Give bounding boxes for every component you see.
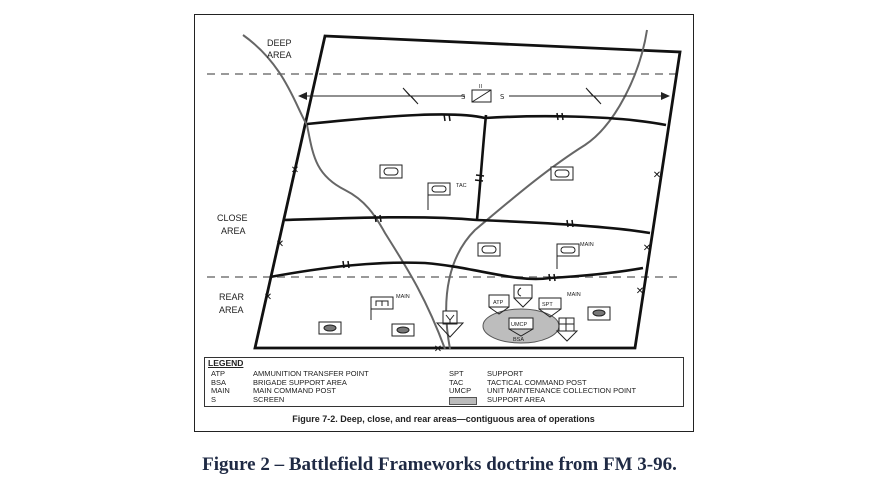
legend-text: MAIN COMMAND POST <box>253 386 336 395</box>
support-area-swatch <box>449 396 477 405</box>
main-tag-rear: MAIN <box>396 294 410 300</box>
bsa-tag: BSA <box>513 337 524 343</box>
svg-text:✕: ✕ <box>264 292 272 303</box>
support-unit-symbols <box>318 306 611 342</box>
screen-mark-left: S <box>461 93 466 101</box>
legend-text: SUPPORT <box>487 369 524 378</box>
legend-text: BRIGADE SUPPORT AREA <box>253 377 347 387</box>
main-cp-tag: MAIN <box>567 292 581 298</box>
svg-text:✕: ✕ <box>643 243 651 254</box>
deep-area-label-2: AREA <box>267 50 292 60</box>
atp-tag: ATP <box>493 300 504 306</box>
armor-unit-symbol <box>379 164 574 257</box>
legend-text: AMMUNITION TRANSFER POINT <box>253 369 369 378</box>
boundary-ticks <box>342 112 574 282</box>
boundary-x-marks: ✕ ✕ ✕ ✕ ✕ ✕ ✕ <box>264 165 661 355</box>
svg-text:✕: ✕ <box>653 170 661 181</box>
legend-text: UNIT MAINTENANCE COLLECTION POINT <box>487 386 637 395</box>
screen-mark-right: S <box>500 93 505 101</box>
legend-abbr: SPT <box>449 369 464 378</box>
svg-text:✕: ✕ <box>276 239 284 250</box>
legend-abbr: BSA <box>211 377 227 387</box>
river-east <box>445 29 648 350</box>
operations-map: ✕ ✕ ✕ ✕ ✕ ✕ ✕ II S S DEEP AREA CLOSE ARE… <box>207 29 683 355</box>
page-caption: Figure 2 – Battlefield Frameworks doctri… <box>202 454 677 475</box>
maintenance-symbol <box>513 284 533 308</box>
rear-area-label-2: AREA <box>219 305 244 315</box>
area-of-operations-outline <box>253 34 682 350</box>
figure-frame: ✕ ✕ ✕ ✕ ✕ ✕ ✕ II S S DEEP AREA CLOSE ARE… <box>194 14 694 432</box>
main-command-post-close-symbol <box>556 243 580 269</box>
spt-symbol <box>538 297 562 318</box>
umcp-tag: UMCP <box>511 322 528 328</box>
umcp-symbol <box>508 317 534 337</box>
legend-text: SCREEN <box>253 394 285 404</box>
legend-abbr: MAIN <box>211 386 230 395</box>
legend-abbr: TAC <box>449 377 464 387</box>
svg-text:✕: ✕ <box>291 165 299 176</box>
legend-title: LEGEND <box>208 358 244 368</box>
legend-abbr: UMCP <box>449 386 472 395</box>
spt-tag: SPT <box>542 302 553 308</box>
legend-text: SUPPORT AREA <box>487 394 546 404</box>
svg-text:II: II <box>479 84 483 90</box>
phase-line-3 <box>269 261 644 281</box>
legend-text: TACTICAL COMMAND POST <box>487 377 587 387</box>
tac-command-post-symbol <box>427 182 451 210</box>
close-area-label-2: AREA <box>221 226 246 236</box>
atp-symbol <box>488 294 510 315</box>
brigade-boundary-vertical <box>475 114 488 221</box>
main-tag-close: MAIN <box>580 242 594 248</box>
tac-tag: TAC <box>456 183 467 189</box>
svg-text:✕: ✕ <box>434 344 442 355</box>
legend-abbr: ATP <box>211 369 226 378</box>
river-west <box>242 34 446 350</box>
phase-line-2 <box>284 215 651 235</box>
screen-line: II <box>298 84 670 105</box>
legend-box: LEGEND ATP AMMUNITION TRANSFER POINT BSA… <box>204 357 684 407</box>
svg-text:✕: ✕ <box>636 286 644 297</box>
legend-abbr: S <box>211 394 217 404</box>
deep-area-label-1: DEEP <box>267 38 292 48</box>
main-command-post-rear-symbol <box>370 296 394 320</box>
figure-caption: Figure 7-2. Deep, close, and rear areas—… <box>292 414 595 424</box>
close-area-label-1: CLOSE <box>217 213 248 223</box>
rear-area-label-1: REAR <box>219 292 245 302</box>
